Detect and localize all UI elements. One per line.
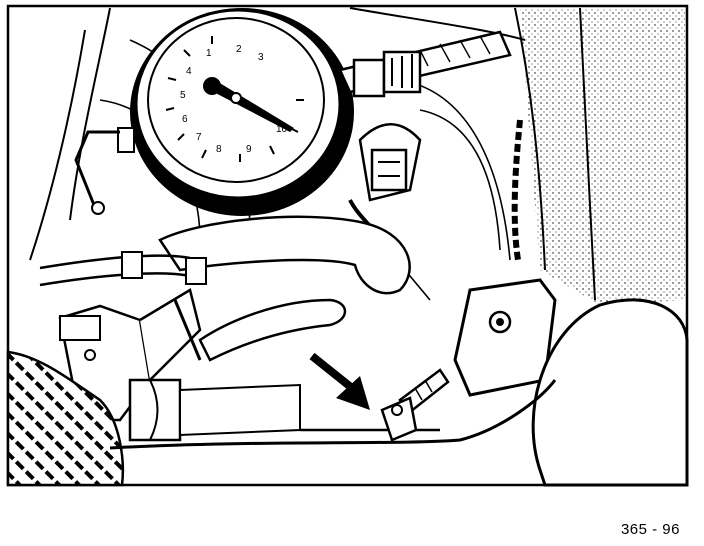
hose-fitting-nut [352,58,386,98]
gauge-label-7: 7 [196,132,202,143]
tread-plate [6,350,125,487]
pressure-gauge: 1 2 3 4 5 6 7 8 9 10 [74,8,354,216]
reservoir-body [531,298,689,487]
figure-number: 365 - 96 [620,521,680,538]
gauge-needle [206,82,294,132]
throttle-mechanism [58,288,347,442]
gauge-label-4: 4 [186,66,192,77]
test-port [380,396,418,442]
gauge-label-3: 3 [258,52,264,63]
test-connection [380,368,450,442]
gauge-label-10: 10 [276,124,288,135]
intake-hose [39,215,411,295]
gauge-bracket [74,130,120,211]
injector-connector [348,119,523,261]
body-panel-stipple [520,8,685,305]
gauge-label-6: 6 [182,114,188,125]
gauge-hub [203,77,221,95]
gauge-label-5: 5 [180,90,186,101]
gauge-label-9: 9 [246,144,252,155]
gauge-label-8: 8 [216,144,222,155]
sill-edge [109,379,557,450]
gauge-label-2: 2 [236,44,242,55]
gauge-label-1: 1 [206,48,212,59]
gauge-hose [338,30,512,98]
pointer-arrow [309,352,370,410]
